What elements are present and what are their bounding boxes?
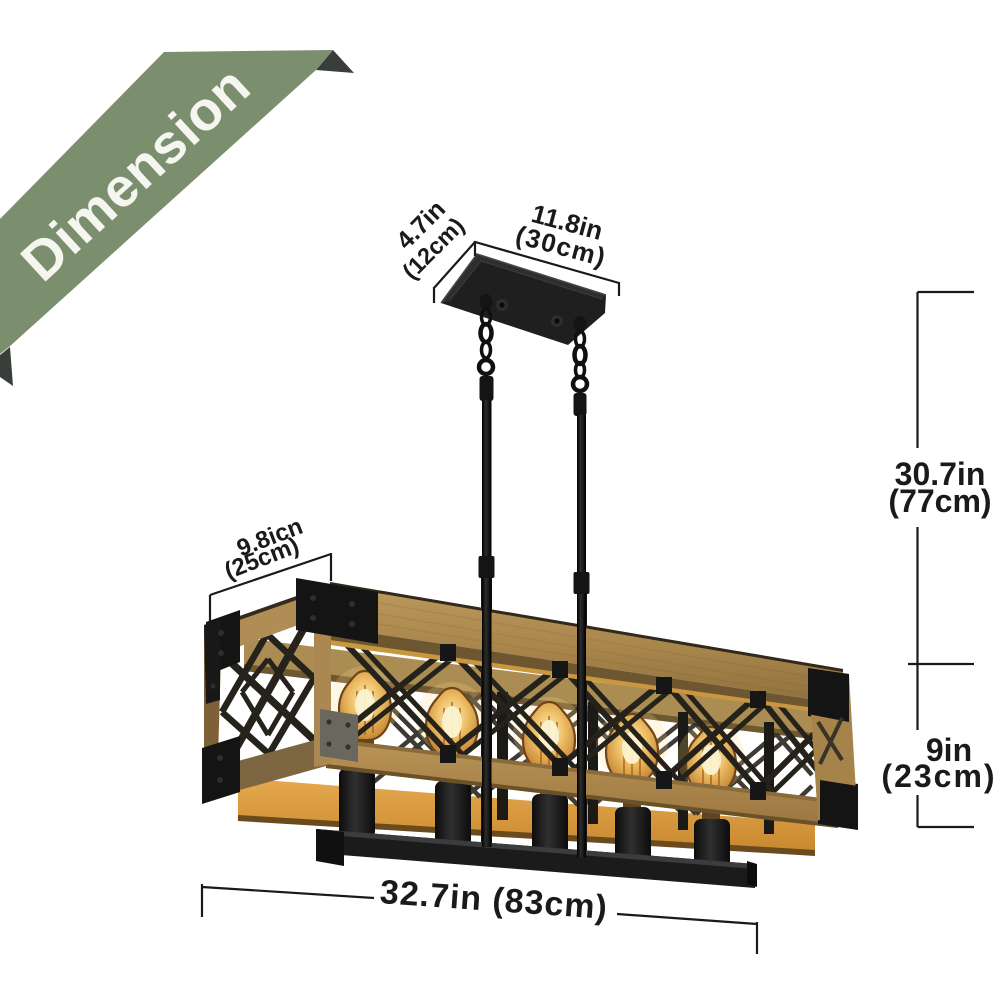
svg-text:(77cm): (77cm): [888, 483, 991, 519]
svg-text:30.7in: 30.7in: [895, 456, 986, 492]
svg-text:9in: 9in: [926, 732, 972, 768]
svg-text:(23cm): (23cm): [881, 758, 996, 794]
